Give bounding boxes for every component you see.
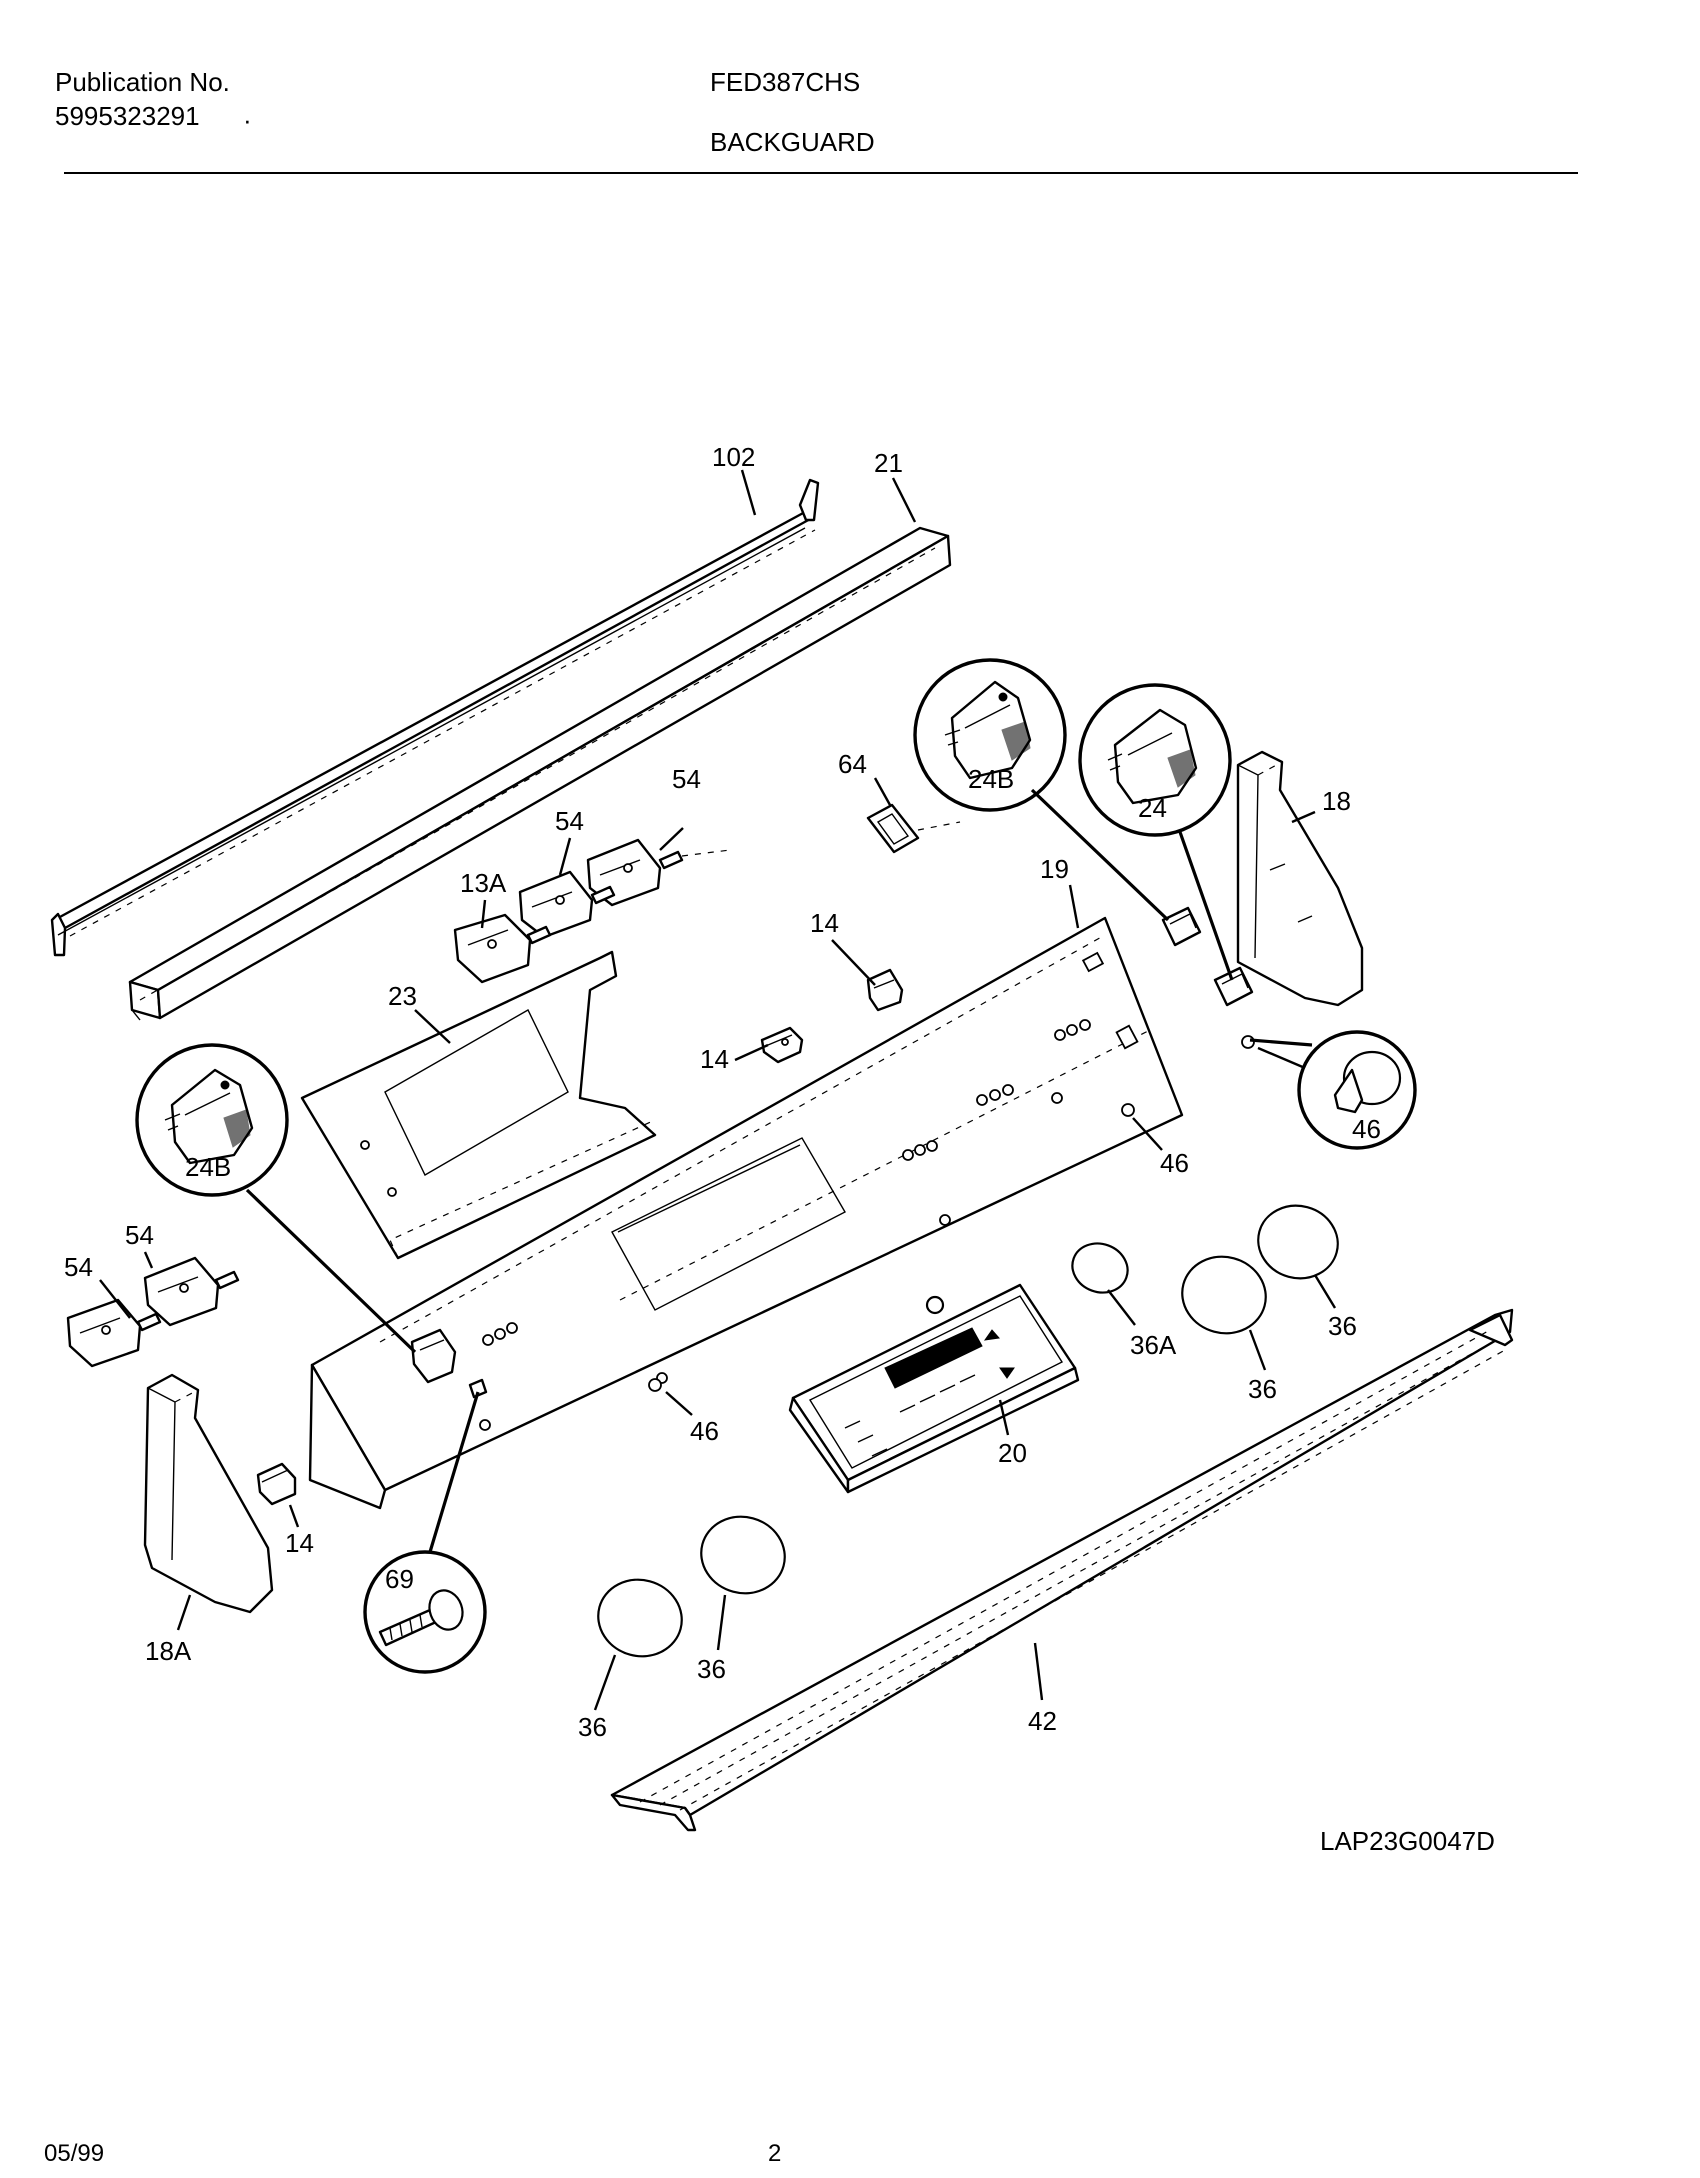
page-number: 2 <box>768 2140 782 2167</box>
bracket-14-lower <box>256 1462 297 1506</box>
callout-18: 18 <box>1322 786 1351 816</box>
callout-24b-top: 24B <box>968 764 1014 794</box>
switch-54-left-left <box>66 1298 162 1368</box>
zoom-bubble-24b-top <box>913 658 1067 812</box>
callout-46-bubble: 46 <box>1352 1114 1381 1144</box>
switch-13a <box>453 913 552 984</box>
knob-36-bottom-left <box>597 1578 683 1658</box>
callout-102: 102 <box>712 442 755 472</box>
callout-36-c: 36 <box>578 1712 607 1742</box>
heat-shield-23 <box>300 950 657 1260</box>
callout-46-b: 46 <box>690 1416 719 1446</box>
leader-lines <box>99 469 1337 1711</box>
button-46-mounted-b <box>1121 1103 1135 1117</box>
callout-14-c: 14 <box>285 1528 314 1558</box>
drawing-code: LAP23G0047D <box>1320 1826 1495 1856</box>
end-cap-18a <box>143 1373 274 1614</box>
button-46-mounted <box>1241 1035 1255 1049</box>
callout-42: 42 <box>1028 1706 1057 1736</box>
header-rule <box>64 172 1578 174</box>
callout-24: 24 <box>1138 793 1167 823</box>
trim-strip-102 <box>50 478 820 957</box>
trim-front-42 <box>610 1308 1514 1832</box>
model-number: FED387CHS <box>710 67 861 97</box>
knob-36-bottom-right <box>700 1515 786 1595</box>
publication-number: 5995323291 <box>55 101 200 131</box>
callout-18a: 18A <box>145 1636 192 1666</box>
knob-36a <box>1071 1242 1129 1294</box>
callout-54-c: 54 <box>125 1220 154 1250</box>
screw-69-mounted <box>468 1378 488 1399</box>
callout-54-a: 54 <box>672 764 701 794</box>
zoom-bubble-24 <box>1078 683 1232 837</box>
callout-54-d: 54 <box>64 1252 93 1282</box>
zoom-bubble-24b-left <box>135 1043 289 1197</box>
clock-board-20 <box>788 1283 1080 1494</box>
end-cap-18 <box>1236 750 1364 1007</box>
callout-36-d: 36 <box>697 1654 726 1684</box>
callout-36-a: 36 <box>1248 1374 1277 1404</box>
callout-20: 20 <box>998 1438 1027 1468</box>
knob-36-far-right <box>1257 1204 1339 1280</box>
switch-24-mounted <box>1213 966 1254 1007</box>
callout-13a: 13A <box>460 868 507 898</box>
callout-14-b: 14 <box>700 1044 729 1074</box>
callout-46-a: 46 <box>1160 1148 1189 1178</box>
switch-24b-mounted <box>1161 906 1202 947</box>
zoom-bubble-69 <box>363 1550 487 1674</box>
publication-label: Publication No. <box>55 67 230 97</box>
zoom-bubble-46 <box>1297 1030 1417 1150</box>
publication-date: 05/99 <box>44 2140 105 2167</box>
switch-54-top-left <box>518 870 616 939</box>
control-panel-19 <box>308 916 1184 1510</box>
switch-24b-mounted-left <box>410 1328 457 1384</box>
callout-54-b: 54 <box>555 806 584 836</box>
knob-36-center-right <box>1181 1255 1267 1335</box>
switch-54-left-right <box>143 1256 240 1327</box>
bracket-14-middle <box>760 1026 804 1064</box>
publication-dot: · <box>243 105 252 135</box>
trim-extrusion-21 <box>128 526 952 1021</box>
callout-14-a: 14 <box>810 908 839 938</box>
callout-36a: 36A <box>1130 1330 1177 1360</box>
section-title: BACKGUARD <box>710 127 875 157</box>
callout-36-b: 36 <box>1328 1311 1357 1341</box>
callout-23: 23 <box>388 981 417 1011</box>
clip-64 <box>866 803 961 854</box>
button-46-mounted-c <box>648 1378 662 1392</box>
bracket-14-upper <box>866 968 904 1012</box>
callout-64: 64 <box>838 749 867 779</box>
callout-19: 19 <box>1040 854 1069 884</box>
callout-69: 69 <box>385 1564 414 1594</box>
callout-24b-left: 24B <box>185 1152 231 1182</box>
callout-21: 21 <box>874 448 903 478</box>
